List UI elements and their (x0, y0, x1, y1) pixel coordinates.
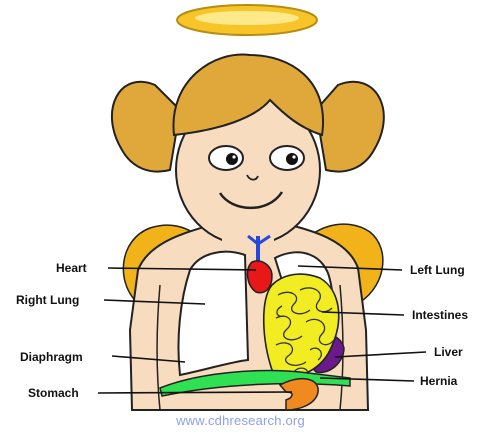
right-lung-label: Right Lung (16, 293, 79, 307)
diaphragm-label: Diaphragm (20, 350, 83, 364)
liver-label: Liver (434, 345, 463, 359)
intestines-label: Intestines (412, 308, 468, 322)
hernia-label: Hernia (420, 374, 457, 388)
heart-shape (247, 261, 272, 293)
stomach-leader-line (98, 392, 292, 393)
right-eye-icon (270, 146, 304, 170)
stomach-label: Stomach (28, 386, 79, 400)
left-eye-icon (209, 146, 243, 170)
left-lung-label: Left Lung (410, 263, 465, 277)
halo-icon (177, 5, 317, 35)
watermark-url: www.cdhresearch.org (0, 413, 481, 428)
face (173, 54, 323, 251)
heart-label: Heart (56, 261, 87, 275)
